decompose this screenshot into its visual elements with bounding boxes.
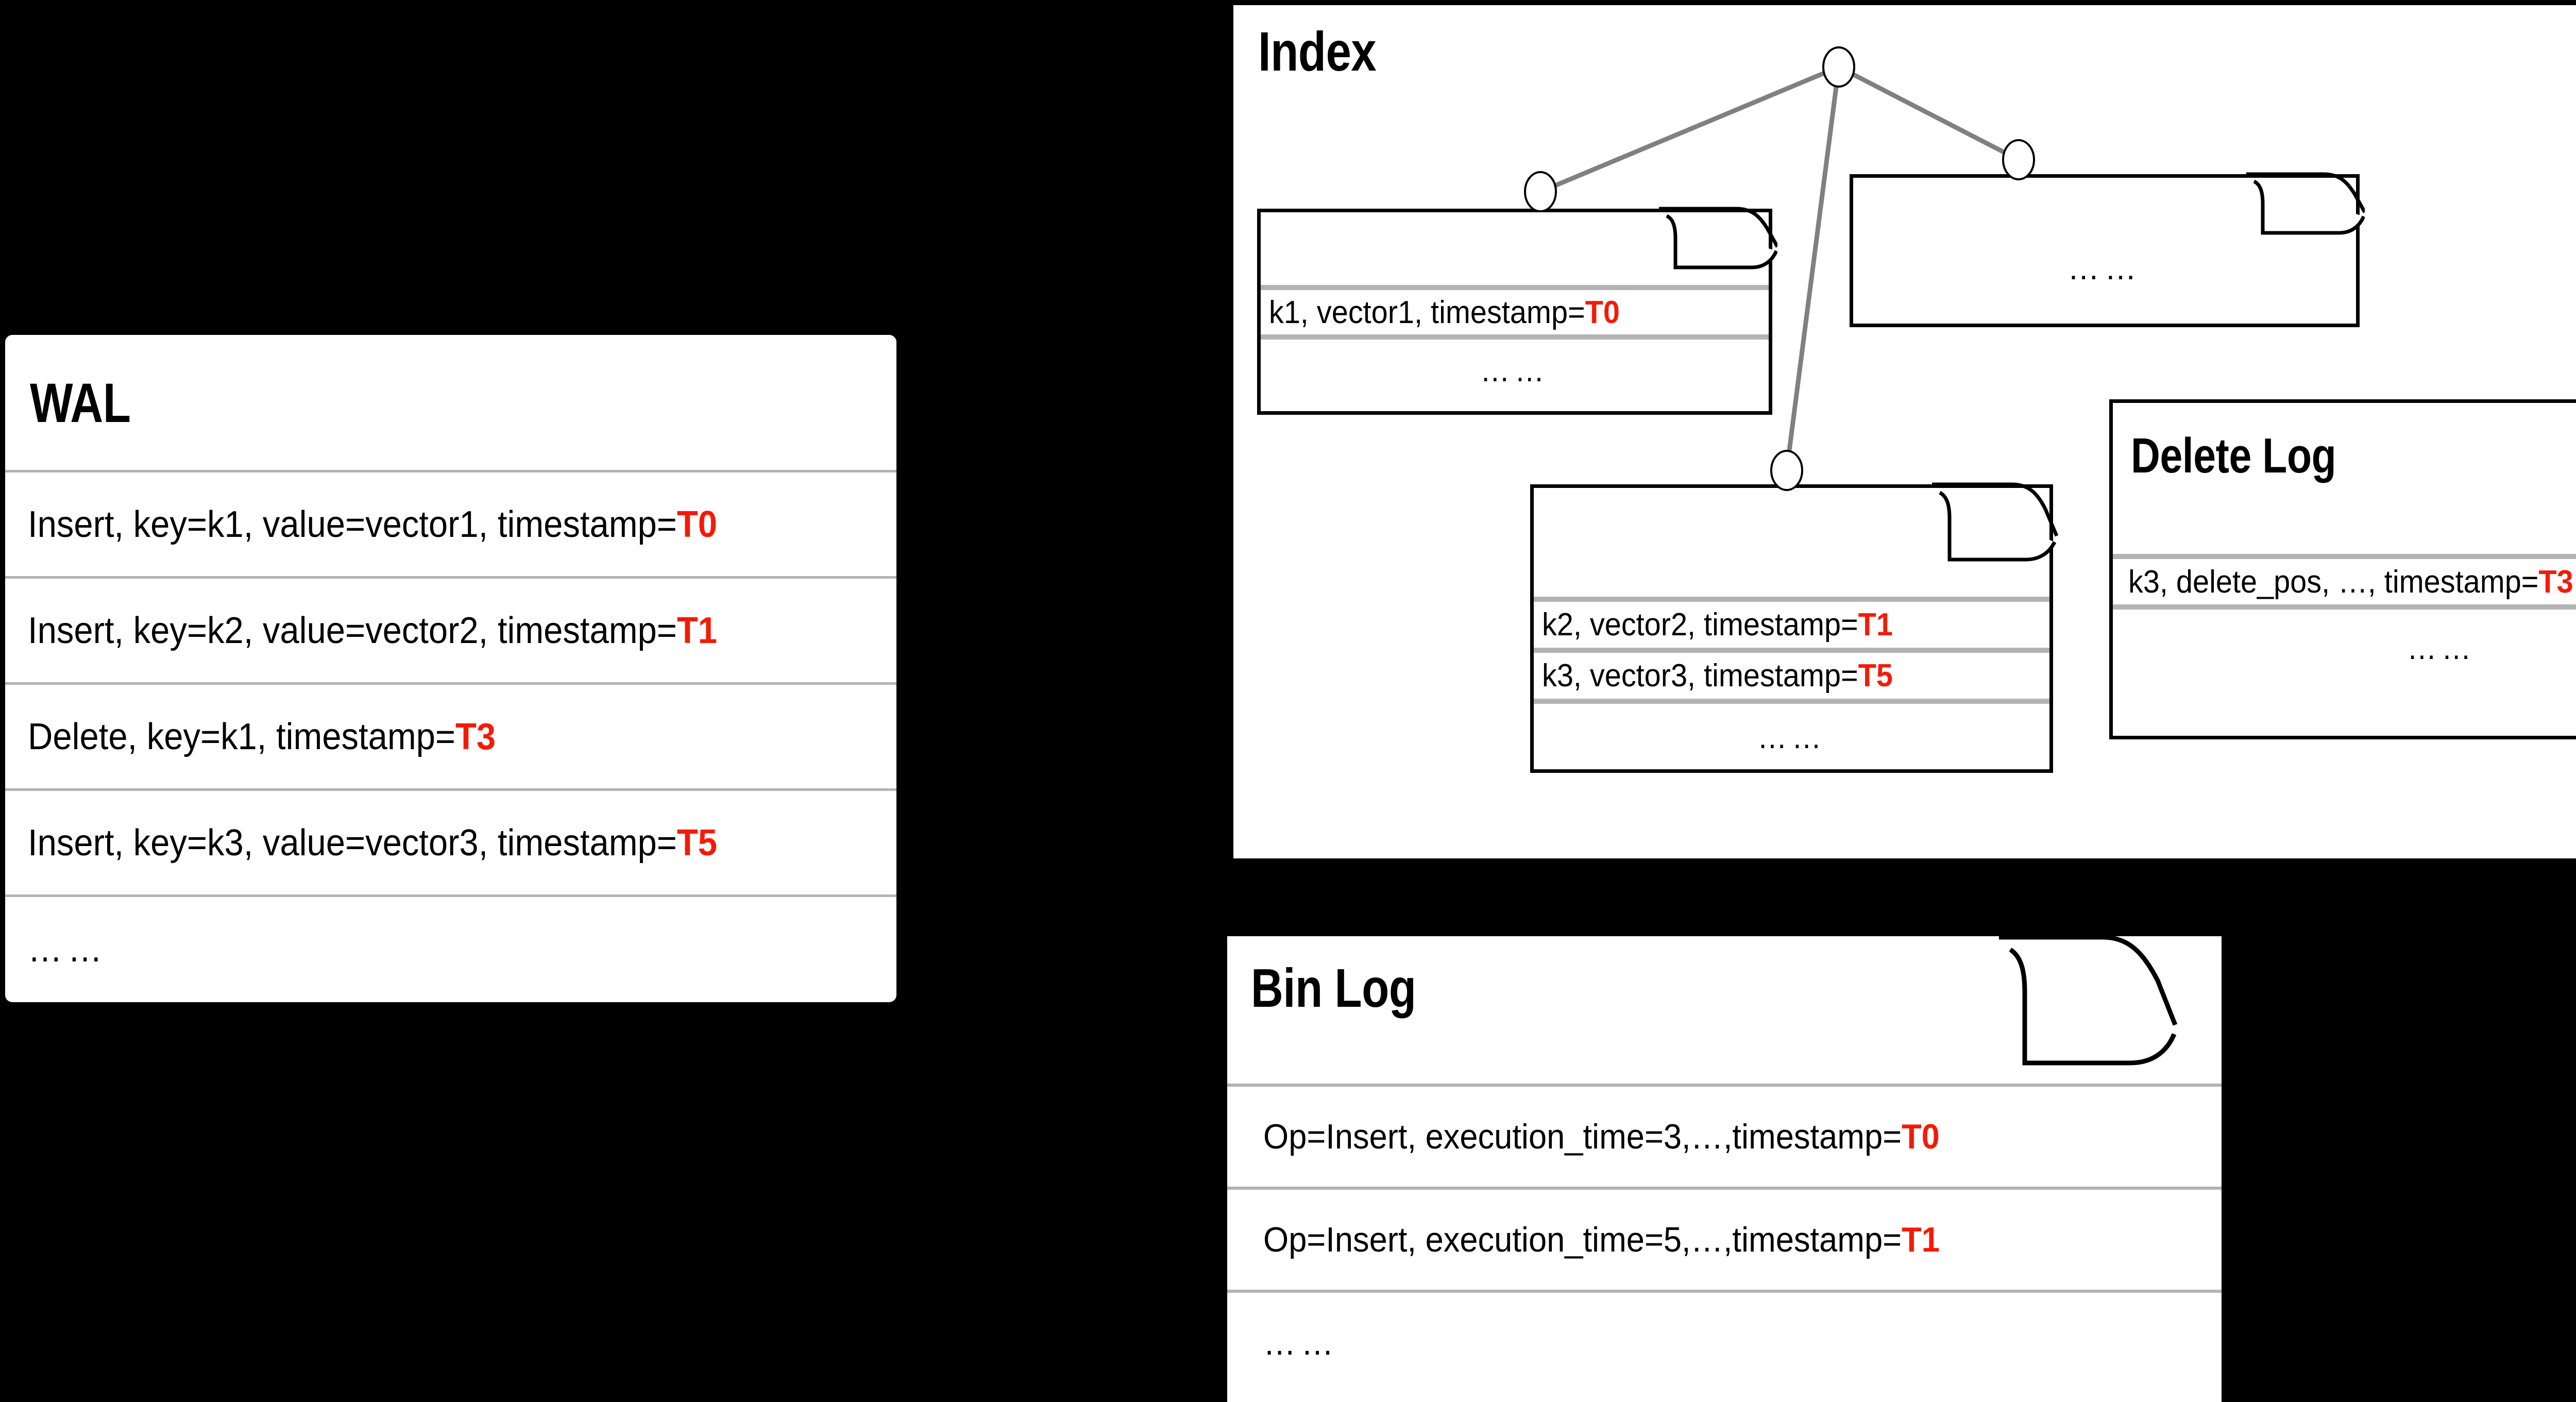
wal-row: Delete, key=k1, timestamp=T3 <box>5 682 896 788</box>
bin-log-row-list: Op=Insert, execution_time=3,…,timestamp=… <box>1227 1084 2222 1393</box>
card-row-list: k2, vector2, timestamp=T1 k3, vector3, t… <box>1534 597 2049 771</box>
card-row-ellipsis: …… <box>2113 604 2576 687</box>
card-row: k3, vector3, timestamp=T5 <box>1534 648 2049 699</box>
card-body <box>2109 399 2576 739</box>
card-row: k1, vector1, timestamp=T0 <box>1261 285 1769 334</box>
wal-row-text: Delete, key=k1, timestamp= <box>28 716 455 757</box>
wal-row: Insert, key=k1, value=vector1, timestamp… <box>5 470 896 576</box>
index-leaf-card-ellipsis: …… <box>1850 172 2365 327</box>
card-row-list: k1, vector1, timestamp=T0 …… <box>1261 285 1769 401</box>
wal-row: Insert, key=k2, value=vector2, timestamp… <box>5 576 896 682</box>
wal-row-list: Insert, key=k1, value=vector1, timestamp… <box>5 470 896 1001</box>
card-ellipsis-text: …… <box>2067 251 2142 286</box>
bin-log-row-ellipsis: …… <box>1227 1290 2222 1393</box>
wal-panel: WAL Insert, key=k1, value=vector1, times… <box>5 335 896 1002</box>
wal-row-text: Insert, key=k3, value=vector3, timestamp… <box>28 822 677 864</box>
bin-log-row-text: Op=Insert, execution_time=5,…,timestamp= <box>1263 1220 1902 1259</box>
index-leaf-card-k1: k1, vector1, timestamp=T0 …… <box>1257 207 1777 415</box>
wal-row-timestamp: T5 <box>676 822 717 864</box>
delete-log-title: Delete Log <box>2131 428 2336 483</box>
index-leaf-card-k2-k3: k2, vector2, timestamp=T1 k3, vector3, t… <box>1530 482 2058 773</box>
wal-ellipsis-text: …… <box>28 928 108 970</box>
bin-log-ellipsis-text: …… <box>1263 1323 1339 1362</box>
bin-log-title: Bin Log <box>1251 958 1416 1019</box>
index-title: Index <box>1258 20 1377 82</box>
card-ellipsis-text: …… <box>1757 719 1826 755</box>
card-row: k2, vector2, timestamp=T1 <box>1534 597 2049 648</box>
wal-row-timestamp: T1 <box>676 610 717 651</box>
card-ellipsis-text: …… <box>2407 630 2476 666</box>
wal-row-ellipsis: …… <box>5 894 896 1001</box>
bin-log-row-timestamp: T0 <box>1902 1117 1940 1156</box>
bin-log-row-timestamp: T1 <box>1902 1220 1940 1259</box>
card-row-ellipsis: …… <box>1534 699 2049 771</box>
wal-title: WAL <box>30 371 131 434</box>
card-ellipsis-text: …… <box>1480 352 1549 388</box>
wal-row-timestamp: T3 <box>455 716 496 757</box>
card-row-text: k3, vector3, timestamp= <box>1542 658 1858 694</box>
bin-log-row: Op=Insert, execution_time=3,…,timestamp=… <box>1227 1084 2222 1187</box>
index-panel: Index k1, vector1, timestamp=T0 …… …… <box>1233 5 2576 858</box>
card-row-text: k3, delete_pos, …, timestamp= <box>2128 564 2539 600</box>
card-row-timestamp: T5 <box>1858 658 1893 694</box>
card-row-timestamp: T3 <box>2538 564 2573 600</box>
bin-log-row-text: Op=Insert, execution_time=3,…,timestamp= <box>1263 1117 1902 1156</box>
wal-row-text: Insert, key=k2, value=vector2, timestamp… <box>28 610 677 651</box>
card-row-timestamp: T1 <box>1858 607 1893 643</box>
wal-row-timestamp: T0 <box>676 503 717 545</box>
card-row-timestamp: T0 <box>1585 294 1620 330</box>
wal-row-text: Insert, key=k1, value=vector1, timestamp… <box>28 503 677 545</box>
card-row-list: k3, delete_pos, …, timestamp=T3 …… <box>2113 554 2576 687</box>
wal-row: Insert, key=k3, value=vector3, timestamp… <box>5 788 896 894</box>
bin-log-panel: Bin Log Op=Insert, execution_time=3,…,ti… <box>1227 936 2222 1402</box>
card-row-ellipsis: …… <box>1261 334 1769 401</box>
card-row-text: k2, vector2, timestamp= <box>1542 607 1858 643</box>
delete-log-card: Delete Log k3, delete_pos, …, timestamp=… <box>2109 399 2576 739</box>
card-row: k3, delete_pos, …, timestamp=T3 <box>2113 554 2576 604</box>
card-row-text: k1, vector1, timestamp= <box>1269 294 1585 330</box>
bin-log-row: Op=Insert, execution_time=5,…,timestamp=… <box>1227 1187 2222 1290</box>
